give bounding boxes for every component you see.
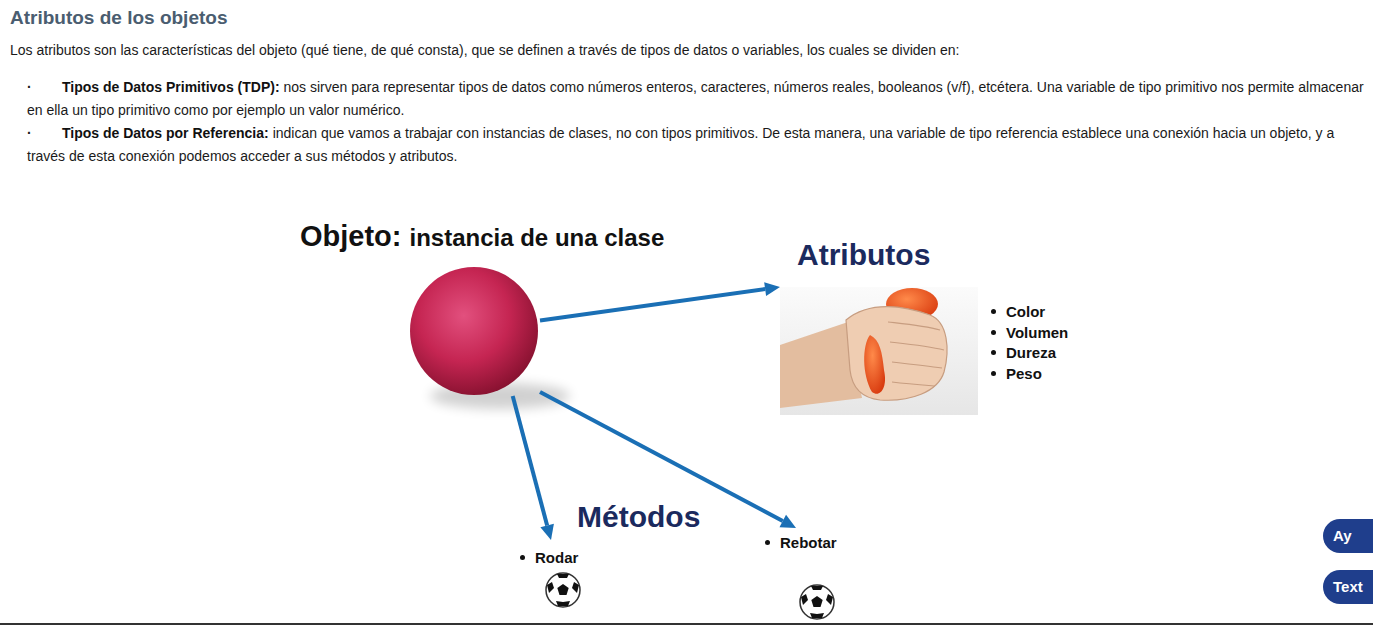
section-title: Atributos de los objetos	[10, 7, 227, 29]
attribute-list: ColorVolumenDurezaPeso	[991, 303, 1068, 385]
attribute-item: Dureza	[1006, 344, 1056, 361]
hand-photo	[780, 287, 978, 415]
method-row: Rodar	[520, 549, 578, 567]
bullet-mark: ·	[27, 76, 62, 99]
attribute-row: Color	[991, 303, 1068, 324]
button-text: Ay	[1333, 527, 1352, 544]
connector-arrow	[540, 282, 780, 320]
object-heading: Objeto: instancia de una clase	[300, 220, 664, 253]
side-button: Ay	[1323, 519, 1373, 553]
attributes-heading: Atributos	[797, 238, 930, 272]
soccer-ball-icon	[546, 573, 580, 607]
bullet-dot	[991, 330, 996, 335]
term-bold: Tipos de Datos por Referencia:	[62, 125, 269, 141]
bullet-paragraph: ·Tipos de Datos Primitivos (TDP):nos sir…	[27, 76, 1365, 122]
methods-heading: Métodos	[577, 500, 700, 534]
object-ball: Objeto:instancia de una clase	[410, 266, 540, 396]
object-subtitle: instancia de una clase	[410, 224, 665, 251]
object-word: Objeto:	[300, 220, 402, 252]
soccer-ball-icon	[800, 585, 834, 619]
red-ball	[410, 267, 538, 395]
method-name: Rodar	[535, 549, 578, 566]
intro-paragraph: Los atributos son las características de…	[10, 39, 1365, 61]
bullet-dot	[520, 555, 525, 560]
bullet-dot	[991, 350, 996, 355]
attribute-item: Color	[1006, 303, 1045, 320]
attributes-group: AtributosColorVolumenDurezaPeso	[780, 287, 1080, 417]
side-button: Text	[1323, 570, 1373, 604]
bottom-rule	[0, 623, 1373, 625]
bullet-mark: ·	[27, 122, 62, 145]
bullet-dot	[765, 540, 770, 545]
bullet-dot	[991, 371, 996, 376]
attribute-item: Volumen	[1006, 324, 1068, 341]
attribute-row: Volumen	[991, 324, 1068, 345]
method-item: Rebotar	[760, 528, 860, 620]
connector-arrow	[513, 396, 554, 540]
attribute-item: Peso	[1006, 365, 1042, 382]
method-item: Rodar	[515, 540, 595, 612]
attribute-row: Peso	[991, 365, 1068, 386]
method-row: Rebotar	[765, 534, 837, 552]
button-text: Text	[1333, 578, 1363, 595]
term-bold: Tipos de Datos Primitivos (TDP):	[62, 79, 280, 95]
bullet-dot	[991, 309, 996, 314]
attribute-row: Dureza	[991, 344, 1068, 365]
bullet-paragraph: ·Tipos de Datos por Referencia:indican q…	[27, 122, 1365, 168]
method-name: Rebotar	[780, 534, 837, 551]
